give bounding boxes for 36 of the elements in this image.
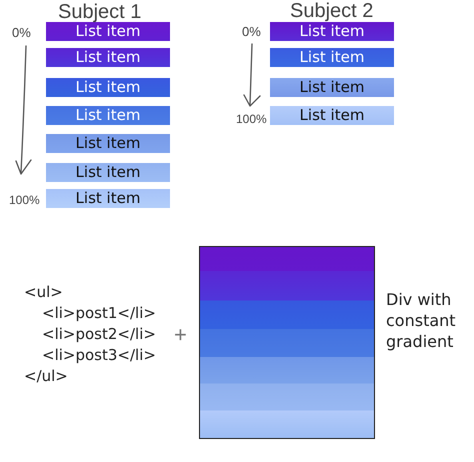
list-item-bar bbox=[46, 48, 170, 67]
gradient-block bbox=[199, 246, 375, 439]
percent-label: 0% bbox=[12, 26, 31, 39]
list-item-bar bbox=[46, 134, 170, 153]
list-item-bar bbox=[270, 78, 394, 97]
percent-label: 100% bbox=[9, 194, 40, 206]
plus-sign: + bbox=[174, 324, 187, 346]
list-item-label: List item bbox=[76, 23, 140, 40]
annotation-text: Div with constant gradient bbox=[386, 289, 457, 352]
code-line: </ul> bbox=[24, 369, 68, 384]
code-line: <li>post1</li> bbox=[42, 306, 156, 321]
column-heading: Subject 2 bbox=[290, 1, 374, 21]
list-item-label: List item bbox=[300, 23, 364, 40]
list-item-bar bbox=[46, 78, 170, 97]
list-item-bar bbox=[270, 48, 394, 67]
list-item-bar bbox=[46, 22, 170, 41]
list-item-bar bbox=[46, 163, 170, 182]
list-item-label: List item bbox=[76, 190, 140, 207]
list-item-label: List item bbox=[76, 107, 140, 124]
list-item-label: List item bbox=[300, 79, 364, 96]
percent-label: 0% bbox=[242, 25, 261, 38]
list-item-bar bbox=[270, 22, 394, 41]
column-heading: Subject 1 bbox=[58, 2, 142, 22]
code-line: <li>post2</li> bbox=[42, 327, 156, 342]
list-item-label: List item bbox=[300, 107, 364, 124]
list-item-label: List item bbox=[76, 164, 140, 181]
list-item-label: List item bbox=[76, 49, 140, 66]
percent-label: 100% bbox=[236, 113, 267, 125]
code-line: <ul> bbox=[24, 285, 63, 300]
code-line: <li>post3</li> bbox=[42, 348, 156, 363]
list-item-bar bbox=[270, 106, 394, 125]
list-item-bar bbox=[46, 106, 170, 125]
list-item-bar bbox=[46, 189, 170, 208]
list-item-label: List item bbox=[76, 79, 140, 96]
list-item-label: List item bbox=[300, 49, 364, 66]
list-item-label: List item bbox=[76, 135, 140, 152]
